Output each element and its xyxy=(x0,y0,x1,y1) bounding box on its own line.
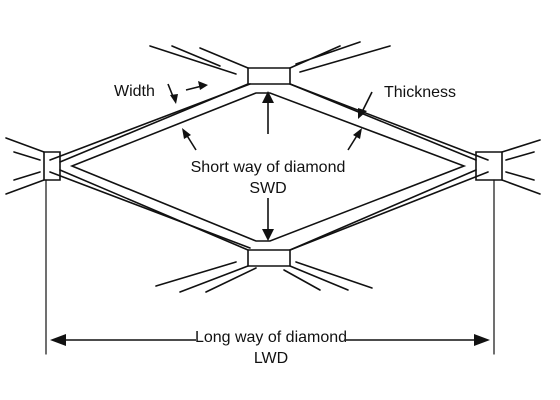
lwd-label-line1: Long way of diamond xyxy=(195,329,347,346)
top-node-right-strands xyxy=(289,41,391,73)
diamond-outer-edge xyxy=(59,83,477,251)
width-label: Width xyxy=(114,83,155,100)
swd-label-line1: Short way of diamond xyxy=(191,159,346,176)
swd-dimension-arrows xyxy=(262,91,274,241)
bottom-node xyxy=(247,249,291,267)
right-node-strands xyxy=(501,139,541,195)
swd-label-line2: SWD xyxy=(249,180,286,197)
diamond-mesh xyxy=(5,41,541,293)
lwd-dimension-arrow xyxy=(50,334,490,346)
width-pointer-arrows xyxy=(167,81,208,104)
bottom-node-right-strands xyxy=(283,261,373,291)
lwd-label-line2: LWD xyxy=(254,350,288,367)
diamond-inner-edge xyxy=(69,92,467,242)
thickness-pointer-arrow xyxy=(358,91,373,119)
diamond-strand-edge xyxy=(49,83,489,251)
bottom-node-left-strands xyxy=(155,261,257,293)
swd-strand-pointer-arrows xyxy=(182,128,362,151)
left-node-strands xyxy=(5,137,45,195)
thickness-label: Thickness xyxy=(384,84,456,101)
left-node xyxy=(43,151,61,181)
top-node xyxy=(247,67,291,85)
top-node-left-strands xyxy=(149,45,249,75)
